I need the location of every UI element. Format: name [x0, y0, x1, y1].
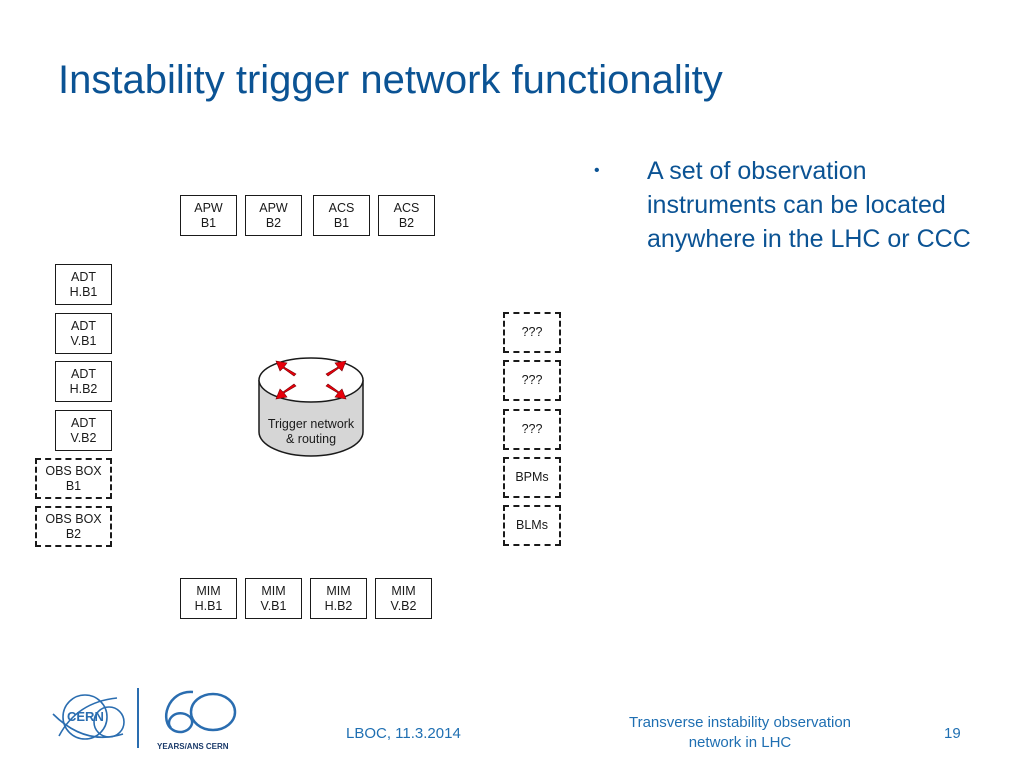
box-adt-v-b1: ADT V.B1: [55, 313, 112, 354]
box-acs-b2: ACS B2: [378, 195, 435, 236]
box-unknown-2: ???: [503, 360, 561, 401]
bullet-dot: •: [594, 162, 600, 179]
cern-logo-text: CERN: [67, 709, 104, 724]
box-unknown-3: ???: [503, 409, 561, 450]
box-mim-v-b1: MIM V.B1: [245, 578, 302, 619]
anniversary-text: YEARS/ANS CERN: [157, 742, 229, 751]
box-obs-box-b1: OBS BOX B1: [35, 458, 112, 499]
box-bpms: BPMs: [503, 457, 561, 498]
box-mim-h-b1: MIM H.B1: [180, 578, 237, 619]
box-mim-h-b2: MIM H.B2: [310, 578, 367, 619]
box-acs-b1: ACS B1: [313, 195, 370, 236]
box-adt-h-b1: ADT H.B1: [55, 264, 112, 305]
page-number: 19: [944, 725, 961, 742]
box-unknown-1: ???: [503, 312, 561, 353]
box-adt-h-b2: ADT H.B2: [55, 361, 112, 402]
box-apw-b2: APW B2: [245, 195, 302, 236]
cern-60-years-logo-icon: YEARS/ANS CERN: [157, 690, 237, 751]
router-label: Trigger network & routing: [267, 417, 355, 446]
cern-logo-icon: CERN: [52, 694, 125, 740]
footer-date: LBOC, 11.3.2014: [346, 725, 461, 742]
footer-title: Transverse instability observation netwo…: [628, 714, 852, 751]
box-apw-b1: APW B1: [180, 195, 237, 236]
logo-divider: [137, 688, 139, 748]
router-icon: [258, 357, 364, 457]
box-obs-box-b2: OBS BOX B2: [35, 506, 112, 547]
box-adt-v-b2: ADT V.B2: [55, 410, 112, 451]
slide-title: Instability trigger network functionalit…: [58, 58, 723, 102]
box-mim-v-b2: MIM V.B2: [375, 578, 432, 619]
box-blms: BLMs: [503, 505, 561, 546]
bullet-text: A set of observation instruments can be …: [647, 157, 971, 253]
